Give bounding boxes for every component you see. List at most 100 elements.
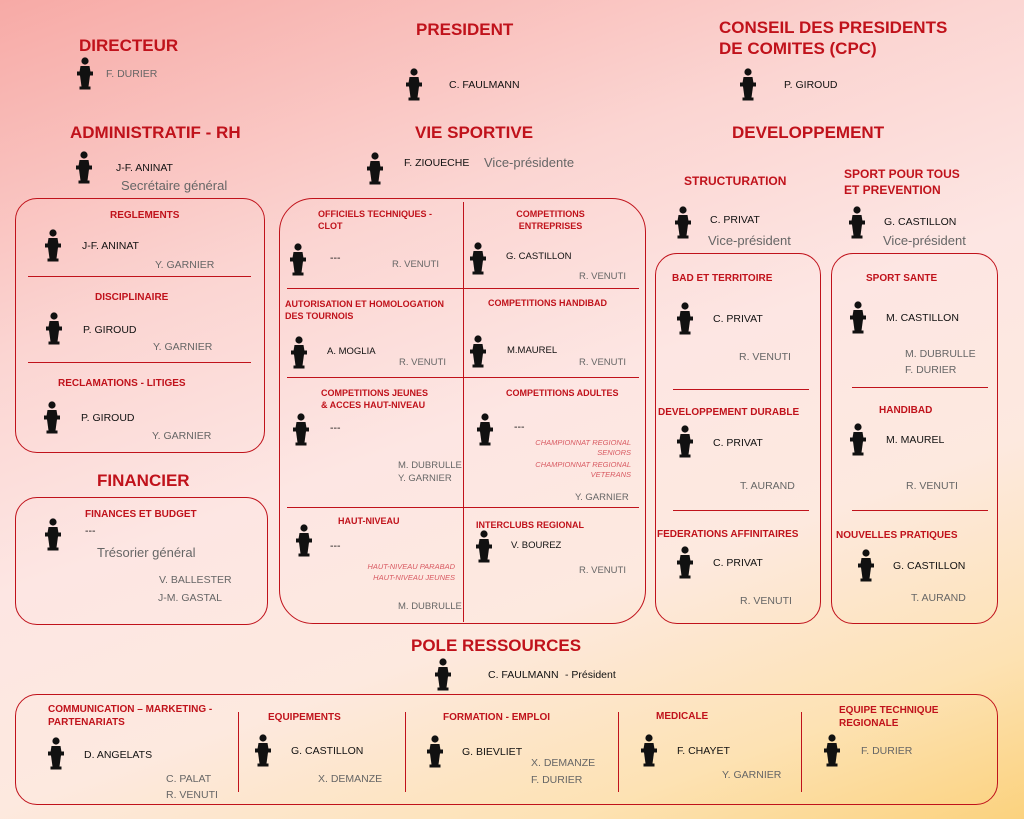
divider (618, 712, 619, 792)
divider (673, 389, 809, 390)
hautniveau-note1: HAUT-NIVEAU PARABAD (367, 562, 455, 571)
vie-group (279, 198, 646, 624)
entreprises-name: G. CASTILLON (506, 251, 572, 262)
financier-group (15, 497, 268, 625)
formation-sub1: X. DEMANZE (531, 757, 596, 769)
vie-name: F. ZIOUECHE (404, 157, 470, 169)
budget-title: FINANCES ET BUDGET (85, 509, 197, 520)
divider (405, 712, 406, 792)
reclamations-title: RECLAMATIONS - LITIGES (58, 378, 186, 389)
durable-title: DEVELOPPEMENT DURABLE (658, 407, 800, 418)
budget-sub2: J-M. GASTAL (158, 592, 222, 604)
vie-role: Vice-présidente (484, 155, 575, 170)
divider (287, 288, 639, 289)
person-icon (641, 734, 657, 767)
directeur-title: DIRECTEUR (79, 36, 179, 55)
adultes-note2: CHAMPIONNAT REGIONAL VETERANS (535, 460, 631, 479)
adultes-name: --- (514, 421, 525, 433)
interclubs-title: INTERCLUBS REGIONAL (476, 520, 584, 530)
person-icon (291, 336, 307, 369)
directeur-name: F. DURIER (106, 68, 158, 80)
equipements-sub: X. DEMANZE (318, 773, 383, 785)
structuration-group (655, 253, 821, 624)
hautniveau-sub: M. DUBRULLE (398, 601, 462, 612)
adultes-sub: Y. GARNIER (575, 492, 629, 503)
jeunes-sub1: M. DUBRULLE (398, 460, 462, 471)
disciplinaire-title: DISCIPLINAIRE (95, 292, 169, 303)
person-icon (849, 206, 865, 239)
admin-group (15, 198, 265, 453)
admin-role: Secrétaire général (121, 178, 228, 193)
hautniveau-title: HAUT-NIVEAU (338, 516, 400, 526)
sport-name: G. CASTILLON (884, 216, 957, 228)
person-icon (470, 335, 486, 368)
disciplinaire-sub: Y. GARNIER (153, 341, 213, 353)
officiels-sub: R. VENUTI (392, 259, 439, 270)
officiels-title: OFFICIELS TECHNIQUES - CLOT (318, 209, 433, 231)
divider (238, 712, 239, 792)
person-icon (255, 734, 271, 767)
person-icon (824, 734, 840, 767)
entreprises-title: COMPETITIONS ENTREPRISES (516, 209, 585, 231)
sport-role: Vice-président (883, 233, 966, 248)
jeunes-title: COMPETITIONS JEUNES & ACCES HAUT-NIVEAU (321, 388, 429, 410)
admin-title: ADMINISTRATIF - RH (70, 123, 241, 142)
medicale-name: F. CHAYET (677, 745, 730, 757)
person-icon (677, 302, 693, 335)
reclamations-sub: Y. GARNIER (152, 430, 212, 442)
president-title: PRESIDENT (416, 20, 514, 39)
durable-name: C. PRIVAT (713, 437, 763, 449)
formation-name: G. BIEVLIET (462, 746, 523, 758)
etr-name: F. DURIER (861, 745, 913, 757)
sport-handibad-name: M. MAUREL (886, 434, 945, 446)
federations-sub: R. VENUTI (740, 595, 792, 607)
medicale-sub: Y. GARNIER (722, 769, 782, 781)
interclubs-name: V. BOUREZ (511, 540, 562, 551)
divider (287, 507, 639, 508)
sport-handibad-title: HANDIBAD (879, 405, 933, 416)
president-name: C. FAULMANN (449, 79, 520, 91)
sport-group (831, 253, 998, 624)
person-icon (290, 243, 306, 276)
federations-name: C. PRIVAT (713, 557, 763, 569)
reglements-sub: Y. GARNIER (155, 259, 215, 271)
territoire-sub: R. VENUTI (739, 351, 791, 363)
territoire-name: C. PRIVAT (713, 313, 763, 325)
sante-title: SPORT SANTE (866, 273, 938, 284)
entreprises-sub: R. VENUTI (579, 271, 626, 282)
autorisation-sub: R. VENUTI (399, 357, 446, 368)
territoire-title: BAD ET TERRITOIRE (672, 273, 773, 284)
hautniveau-note2: HAUT-NIVEAU JEUNES (373, 573, 455, 582)
handibad-title: COMPETITIONS HANDIBAD (488, 298, 607, 308)
person-icon (477, 413, 493, 446)
adultes-note1: CHAMPIONNAT REGIONAL SENIORS (535, 438, 631, 457)
person-icon (46, 312, 62, 345)
budget-role: Trésorier général (97, 545, 196, 560)
sante-name: M. CASTILLON (886, 312, 959, 324)
person-icon (406, 68, 422, 101)
communication-name: D. ANGELATS (84, 749, 153, 761)
sport-title: SPORT POUR TOUS ET PREVENTION (844, 167, 960, 197)
divider (673, 510, 809, 511)
federations-title: FEDERATIONS AFFINITAIRES (657, 529, 799, 540)
divider (28, 276, 251, 277)
person-icon (740, 68, 756, 101)
person-icon (850, 423, 866, 456)
person-icon (470, 242, 486, 275)
person-icon (675, 206, 691, 239)
cpc-name: P. GIROUD (784, 79, 838, 91)
person-icon (367, 152, 383, 185)
equipements-title: EQUIPEMENTS (268, 712, 341, 723)
person-icon (427, 735, 443, 768)
person-icon (476, 530, 492, 563)
nouvelles-title: NOUVELLES PRATIQUES (836, 530, 958, 541)
pole-role: - Président (565, 669, 616, 681)
person-icon (677, 425, 693, 458)
person-icon (48, 737, 64, 770)
vie-title: VIE SPORTIVE (415, 123, 534, 142)
person-icon (677, 546, 693, 579)
divider (852, 387, 988, 388)
person-icon (45, 518, 61, 551)
handibad-sub: R. VENUTI (579, 357, 626, 368)
interclubs-sub: R. VENUTI (579, 565, 626, 576)
